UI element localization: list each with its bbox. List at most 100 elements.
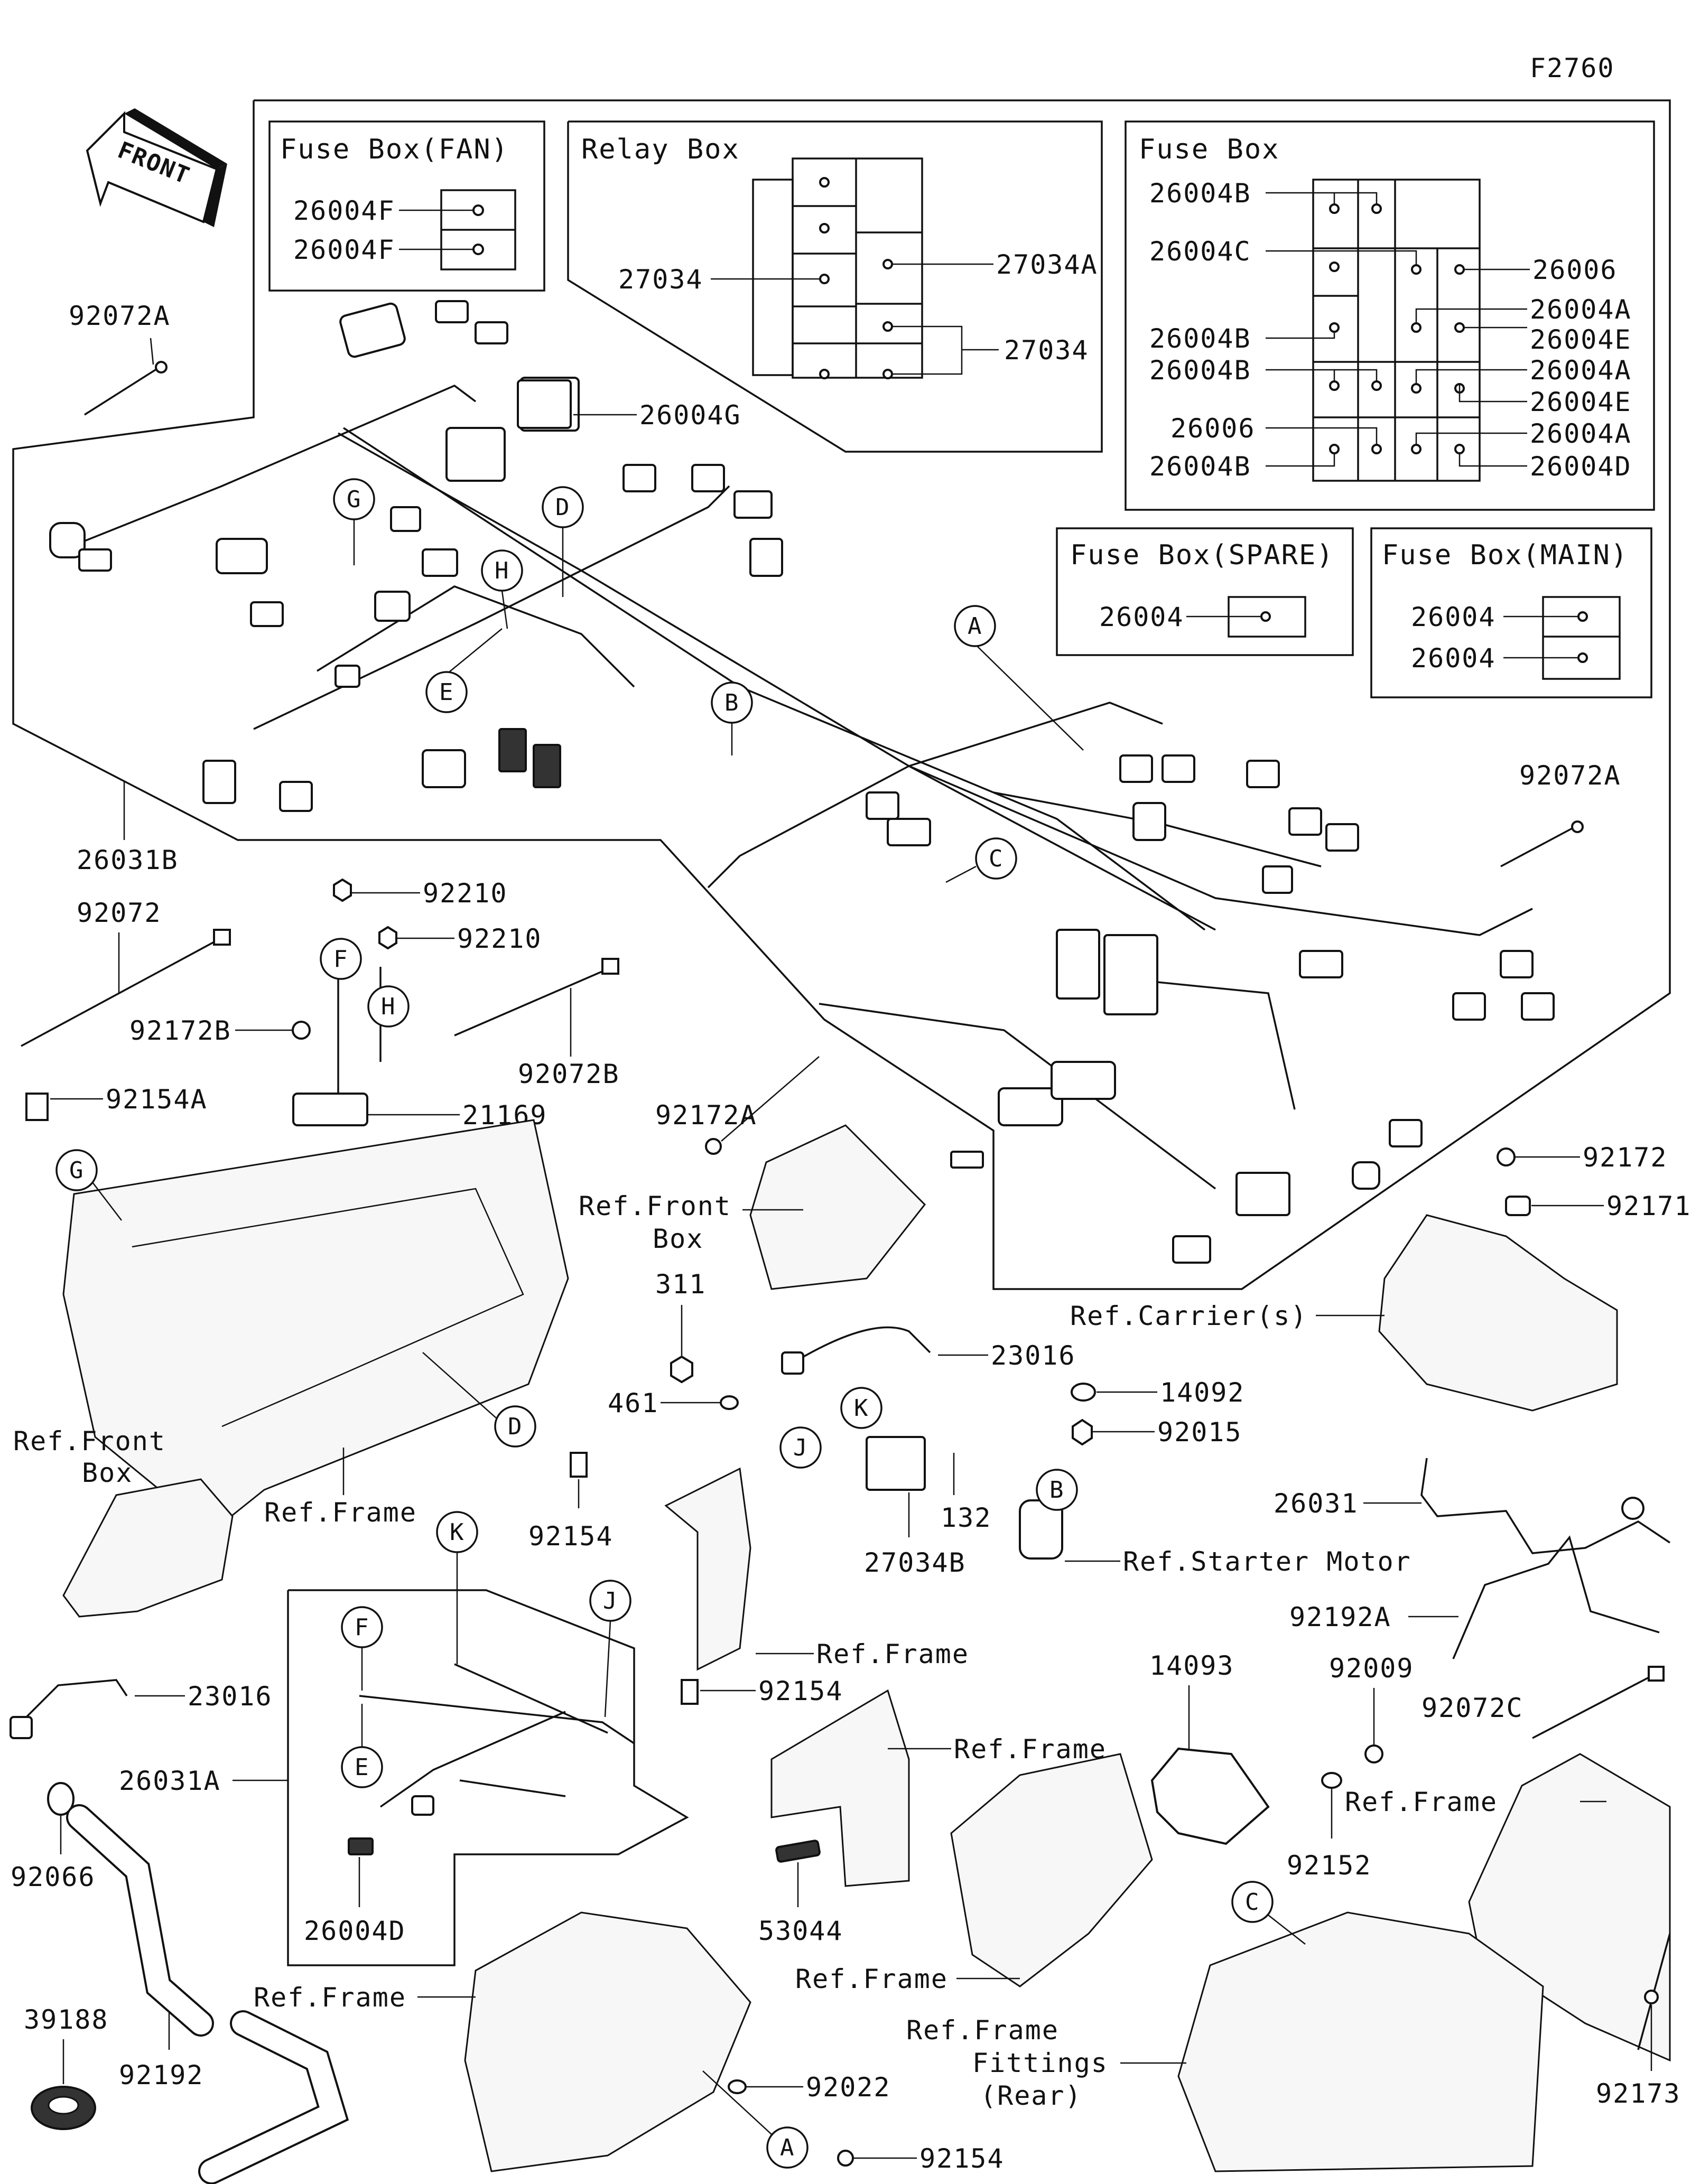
- relay-27034B-icon: [866, 1436, 926, 1491]
- label-ref-frame-2: Ref.Frame: [816, 1639, 969, 1669]
- label-26004D: 26004D: [304, 1916, 406, 1946]
- cable-23016-a-icon: [792, 1326, 931, 1364]
- callout-b-top: B: [711, 682, 753, 755]
- bolt-92009-icon: [1364, 1744, 1383, 1763]
- cable-tie-92072A-right-icon: [1500, 823, 1581, 867]
- label-92192: 92192: [119, 2060, 204, 2090]
- callout-g-top: G: [333, 478, 375, 565]
- ref-frame-lower-left-icon: [464, 1911, 751, 2172]
- cap-14092-icon: [1071, 1383, 1096, 1402]
- svg-text:G: G: [347, 486, 362, 513]
- tube-92192A-icon: [1452, 1535, 1660, 1659]
- label-ref-frame-1: Ref.Frame: [264, 1497, 417, 1528]
- ref-carrier-icon: [1378, 1214, 1618, 1412]
- label-ref-fittings-1: Ref.Frame: [906, 2015, 1059, 2046]
- fuse-label-26004D: 26004D: [1530, 451, 1632, 482]
- relay-label-27034-a: 27034: [618, 264, 703, 295]
- front-arrow-icon: FRONT: [86, 108, 227, 227]
- fuse-label-26004B-1: 26004B: [1149, 178, 1251, 209]
- washer-92022-icon: [728, 2079, 747, 2094]
- svg-text:C: C: [1245, 1889, 1260, 1916]
- label-ref-frame-5: Ref.Frame: [795, 1964, 948, 1994]
- svg-text:J: J: [793, 1434, 809, 1461]
- label-ref-frame-6: Ref.Frame: [254, 1982, 406, 2013]
- fuse-label-26004C: 26004C: [1149, 236, 1251, 267]
- ref-frame-fittings-rear-icon: [1177, 1911, 1544, 2172]
- callout-j-sub: J: [589, 1580, 631, 1718]
- callout-k-mid: K: [840, 1387, 882, 1429]
- fuse-spare-label: 26004: [1099, 602, 1184, 632]
- label-92171: 92171: [1606, 1191, 1691, 1221]
- bolt-92154A-icon: [25, 1093, 49, 1121]
- svg-text:B: B: [1049, 1477, 1065, 1504]
- svg-text:K: K: [854, 1395, 869, 1422]
- relay-box-panel: Relay Box 27034 27034A 27034: [567, 120, 1103, 453]
- label-ref-front-box-2: Box: [653, 1224, 703, 1254]
- label-92152: 92152: [1287, 1850, 1372, 1881]
- svg-text:C: C: [989, 845, 1004, 872]
- fuse-fan-label-2: 26004F: [293, 235, 395, 265]
- cable-26031-icon: [1420, 1458, 1670, 1554]
- label-ref-front-box-l2: Box: [82, 1458, 133, 1488]
- label-92154-a: 92154: [758, 1676, 843, 1706]
- label-92009: 92009: [1329, 1653, 1414, 1684]
- label-ref-front-box-l1: Ref.Front: [13, 1426, 166, 1457]
- fuse-label-26004A-1: 26004A: [1530, 294, 1632, 325]
- clip-92171-icon: [1505, 1196, 1531, 1216]
- svg-text:K: K: [450, 1519, 465, 1546]
- callout-h-top: H: [481, 549, 523, 629]
- screw-92172A-icon: [705, 1138, 722, 1155]
- label-ref-fittings-3: (Rear): [980, 2080, 1082, 2111]
- bolt-92154-c-icon: [837, 2150, 854, 2167]
- label-23016-b: 23016: [188, 1681, 273, 1712]
- label-ref-fittings-2: Fittings: [972, 2048, 1108, 2078]
- fuse-label-26004E-1: 26004E: [1530, 324, 1632, 355]
- washer-461-icon: [720, 1395, 739, 1410]
- svg-text:D: D: [508, 1413, 523, 1440]
- fuse-box-fan-panel: Fuse Box(FAN) 26004F 26004F: [268, 120, 545, 292]
- relay-label-27034A: 27034A: [996, 249, 1098, 280]
- label-311: 311: [655, 1269, 706, 1300]
- svg-text:A: A: [780, 2134, 795, 2161]
- ref-front-box-left-icon: [62, 1478, 234, 1618]
- fuse-box-fan-title: Fuse Box(FAN): [280, 134, 509, 165]
- cable-tie-92072B-icon: [454, 966, 614, 1037]
- callout-e-sub: E: [341, 1704, 383, 1788]
- cable-23016-b-icon: [20, 1679, 128, 1723]
- fuse-label-26004A-3: 26004A: [1530, 418, 1632, 449]
- ref-frame-left-icon: [62, 1119, 569, 1533]
- main-harness-outline: [12, 99, 1671, 1290]
- svg-text:G: G: [69, 1157, 85, 1184]
- callout-j-mid: J: [779, 1426, 822, 1469]
- callout-d-top: D: [542, 486, 584, 597]
- cable-tie-92072A-icon: [84, 363, 164, 416]
- callout-c-bottom: C: [1231, 1881, 1306, 1945]
- svg-text:E: E: [355, 1754, 370, 1781]
- nut-92015-icon: [1072, 1418, 1093, 1446]
- label-92154-c: 92154: [919, 2143, 1005, 2174]
- label-26031: 26031: [1274, 1488, 1359, 1519]
- label-92172A: 92172A: [655, 1100, 757, 1131]
- label-ref-carrier: Ref.Carrier(s): [1070, 1301, 1307, 1331]
- label-14093: 14093: [1149, 1650, 1234, 1681]
- fuse-main-label-1: 26004: [1411, 602, 1496, 632]
- label-92072: 92072: [77, 898, 162, 928]
- callout-b-mid: B: [1036, 1469, 1078, 1511]
- svg-text:F: F: [333, 946, 349, 973]
- fuse-label-26004B-3: 26004B: [1149, 355, 1251, 386]
- bolt-92154-a-icon: [681, 1679, 699, 1705]
- label-92210-a: 92210: [423, 878, 508, 909]
- fuse-label-26004A-2: 26004A: [1530, 355, 1632, 386]
- relay-26004G-icon: [517, 379, 572, 429]
- fuse-label-26006-1: 26006: [1532, 255, 1618, 285]
- callout-h-mid: H: [367, 985, 410, 1028]
- fuse-label-26006-2: 26006: [1170, 413, 1256, 444]
- cable-tie-92072-icon: [21, 937, 222, 1047]
- relay-label-27034-b: 27034: [1004, 335, 1089, 366]
- fuse-box-spare-title: Fuse Box(SPARE): [1070, 539, 1334, 571]
- svg-text:H: H: [495, 557, 510, 584]
- nut-92210-a-icon: [333, 878, 352, 902]
- label-92192A: 92192A: [1289, 1602, 1391, 1632]
- label-92072C: 92072C: [1421, 1693, 1523, 1723]
